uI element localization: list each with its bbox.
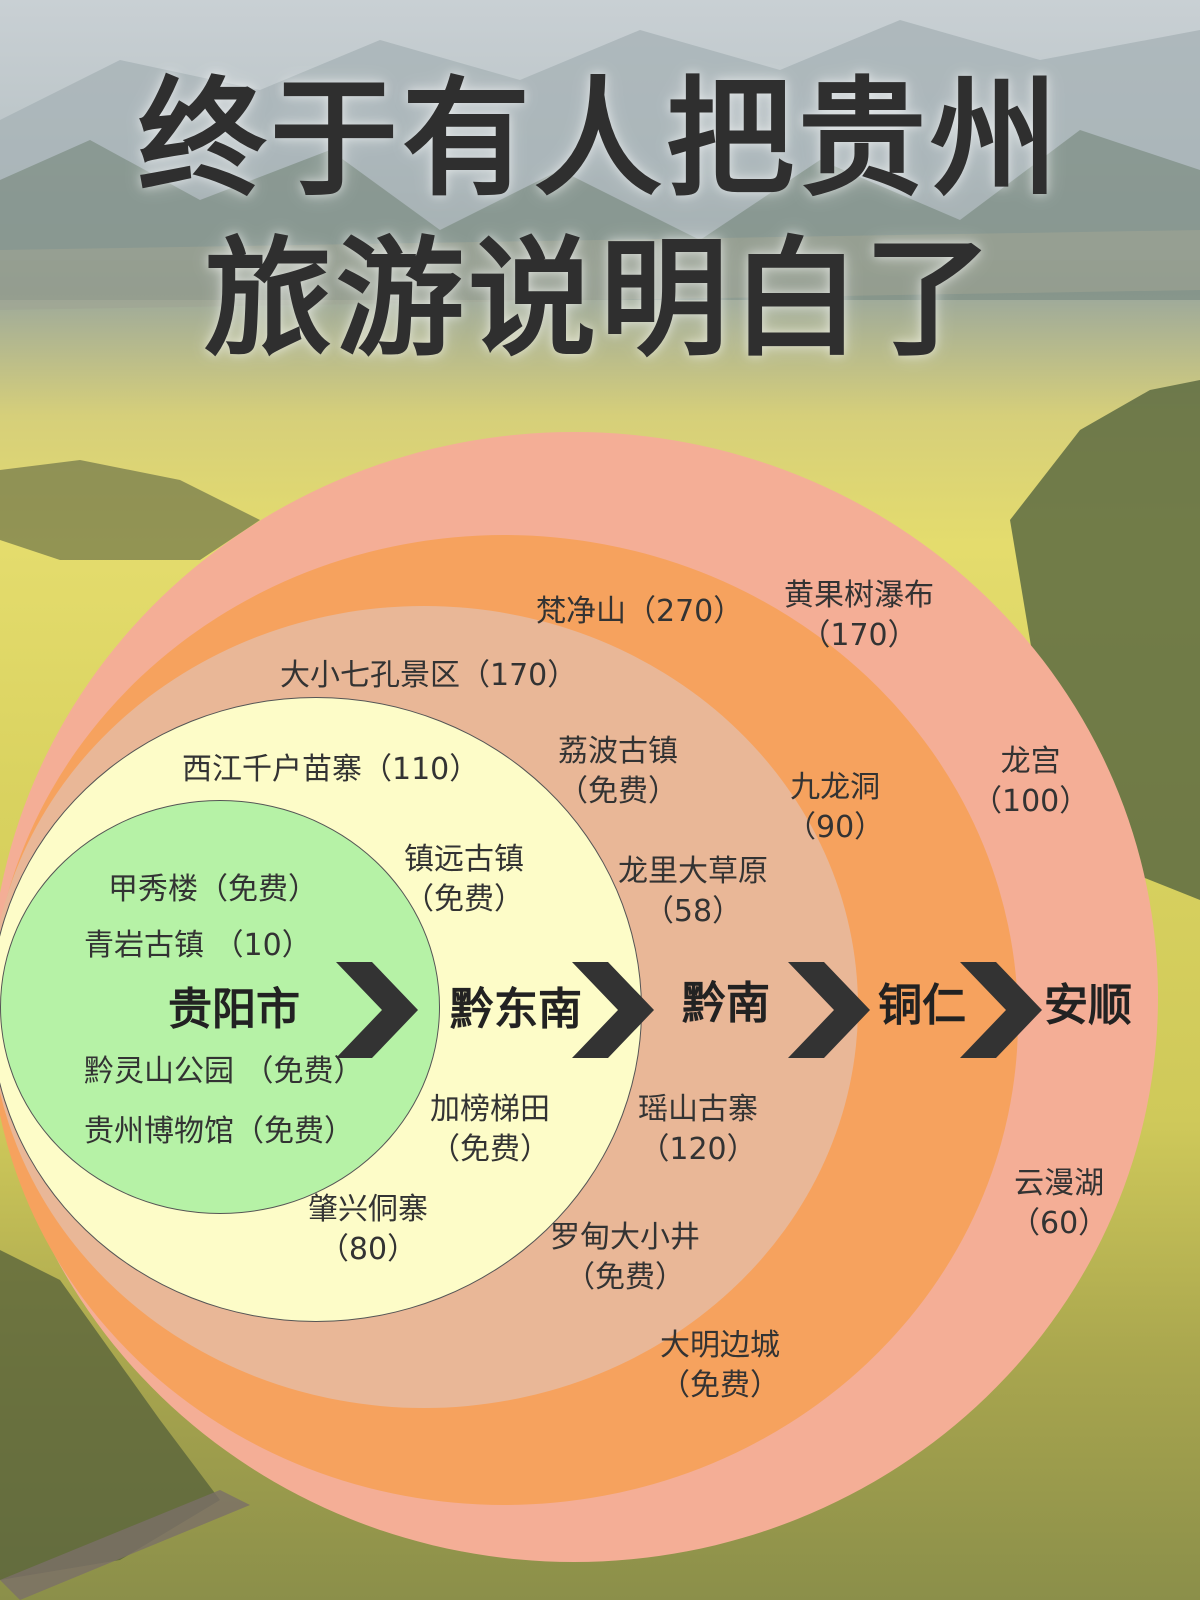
spot-longli-price: （58） <box>643 894 743 929</box>
spot-huangguoshu: 黄果树瀑布 （170） <box>784 576 934 656</box>
spot-huangguoshu-name: 黄果树瀑布 <box>784 578 934 613</box>
chevron-right-icon <box>788 962 870 1058</box>
spot-zhenyuan: 镇远古镇 （免费） <box>404 840 524 920</box>
spot-jiulong: 九龙洞 （90） <box>786 768 884 848</box>
spot-daxiaoqikong: 大小七孔景区（170） <box>280 658 578 693</box>
spot-yunman-price: （60） <box>1010 1206 1109 1241</box>
spot-luodian-price: （免费） <box>565 1260 685 1295</box>
spot-daming: 大明边城 （免费） <box>660 1326 780 1406</box>
ring-guiyang <box>0 800 440 1214</box>
spot-zhenyuan-price: （免费） <box>404 882 524 917</box>
spot-zhaoxing: 肇兴侗寨 （80） <box>308 1190 428 1270</box>
bottom-left-hill <box>0 1250 220 1580</box>
spot-jiabang: 加榜梯田 （免费） <box>430 1090 550 1170</box>
spot-jiabang-name: 加榜梯田 <box>430 1092 550 1127</box>
chevron-right-icon <box>572 962 654 1058</box>
title-line-2: 旅游说明白了 <box>203 225 996 374</box>
spot-fanjingshan: 梵净山（270） <box>536 594 744 629</box>
chevron-right-icon <box>336 962 418 1058</box>
spot-daming-name: 大明边城 <box>660 1328 780 1363</box>
road <box>0 1490 250 1600</box>
spot-yaoshan-name: 瑶山古寨 <box>638 1092 758 1127</box>
region-guiyang: 贵阳市 <box>168 984 300 1035</box>
region-anshun: 安顺 <box>1044 980 1132 1031</box>
spot-qianlingshan: 黔灵山公园 （免费） <box>84 1054 364 1089</box>
spot-qingyan: 青岩古镇 （10） <box>84 928 312 963</box>
spot-longgong: 龙宫 （100） <box>972 742 1089 822</box>
spot-longgong-name: 龙宫 <box>1000 744 1061 779</box>
spot-longli: 龙里大草原 （58） <box>618 852 768 932</box>
spot-longgong-price: （100） <box>972 784 1090 819</box>
right-hill <box>1010 380 1200 900</box>
village-strip <box>0 230 1200 310</box>
region-qiannan: 黔南 <box>682 978 770 1029</box>
chevron-right-icon <box>960 962 1042 1058</box>
region-qiandongnan: 黔东南 <box>450 984 582 1035</box>
spot-zhenyuan-name: 镇远古镇 <box>404 842 524 877</box>
spot-libo-price: （免费） <box>558 774 678 809</box>
spot-yaoshan-price: （120） <box>639 1132 757 1167</box>
spot-jiulong-name: 九龙洞 <box>790 770 881 805</box>
left-hill <box>0 460 260 560</box>
title-line-1: 终于有人把贵州 <box>137 65 1062 214</box>
spot-huangguoshu-price: （170） <box>800 618 918 653</box>
spot-museum: 贵州博物馆（免费） <box>84 1114 354 1149</box>
spot-jiaxiulou: 甲秀楼（免费） <box>108 872 318 907</box>
spot-yunman: 云漫湖 （60） <box>1010 1164 1108 1244</box>
spot-longli-name: 龙里大草原 <box>618 854 768 889</box>
spot-luodian-name: 罗甸大小井 <box>550 1220 700 1255</box>
spot-xijiang: 西江千户苗寨（110） <box>182 752 480 787</box>
spot-yaoshan: 瑶山古寨 （120） <box>638 1090 758 1170</box>
spot-libo-name: 荔波古镇 <box>558 734 678 769</box>
spot-zhaoxing-price: （80） <box>318 1232 418 1267</box>
spot-jiabang-price: （免费） <box>430 1132 550 1167</box>
spot-zhaoxing-name: 肇兴侗寨 <box>308 1192 428 1227</box>
spot-luodian: 罗甸大小井 （免费） <box>550 1218 700 1298</box>
spot-libo: 荔波古镇 （免费） <box>558 732 678 812</box>
region-tongren: 铜仁 <box>878 980 966 1031</box>
spot-yunman-name: 云漫湖 <box>1014 1166 1105 1201</box>
spot-jiulong-price: （90） <box>786 810 885 845</box>
spot-daming-price: （免费） <box>660 1368 780 1403</box>
